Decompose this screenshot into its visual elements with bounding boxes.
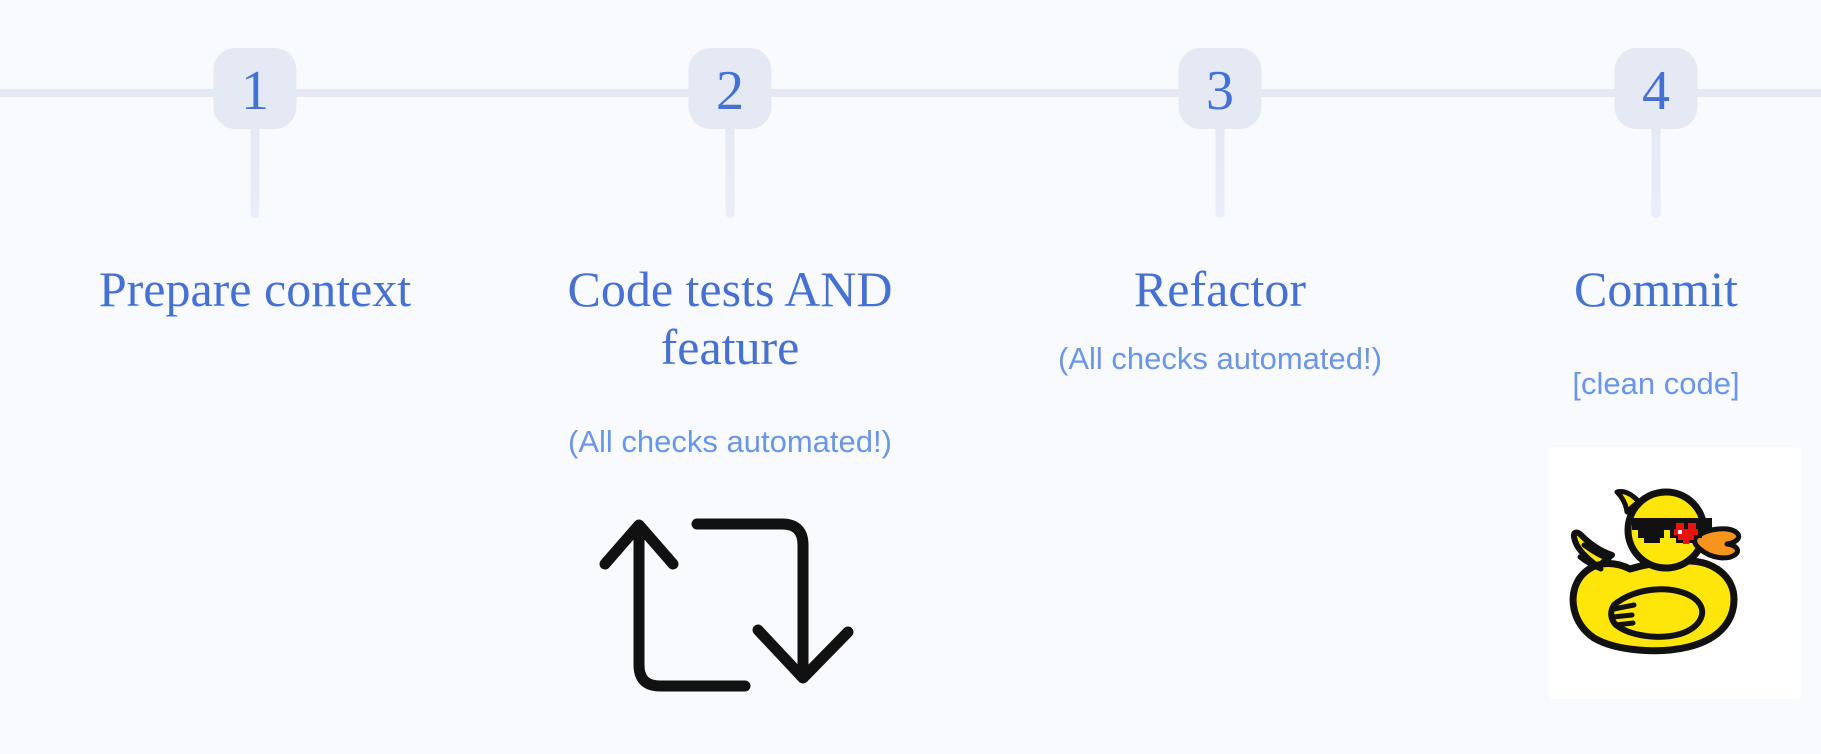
step-4-number: 4 — [1642, 59, 1670, 122]
step-3-subtitle: (All checks automated!) — [1058, 341, 1382, 376]
step-1-number: 1 — [241, 59, 269, 122]
step-3-number: 3 — [1206, 59, 1234, 122]
step-3-title: Refactor — [1133, 261, 1307, 317]
step-4-badge: 4 — [1614, 48, 1698, 129]
step-3-badge: 3 — [1178, 48, 1262, 129]
step-2-badge: 2 — [688, 48, 772, 129]
step-2-connector — [725, 129, 735, 218]
step-1-connector — [250, 129, 260, 218]
step-2-subtitle: (All checks automated!) — [568, 424, 892, 459]
step-1-badge: 1 — [213, 48, 297, 129]
step-2-title: Code tests AND feature — [567, 261, 893, 375]
repeat-loop-icon — [599, 518, 854, 692]
step-1-title: Prepare context — [98, 261, 412, 317]
step-4-title: Commit — [1574, 261, 1738, 317]
step-2-number: 2 — [716, 59, 744, 122]
step-4-subtitle: [clean code] — [1572, 366, 1740, 401]
step-4-connector — [1651, 129, 1661, 218]
step-3-connector — [1215, 129, 1225, 218]
timeline-rail — [0, 89, 1821, 97]
rubber-duck-icon — [1569, 488, 1742, 655]
